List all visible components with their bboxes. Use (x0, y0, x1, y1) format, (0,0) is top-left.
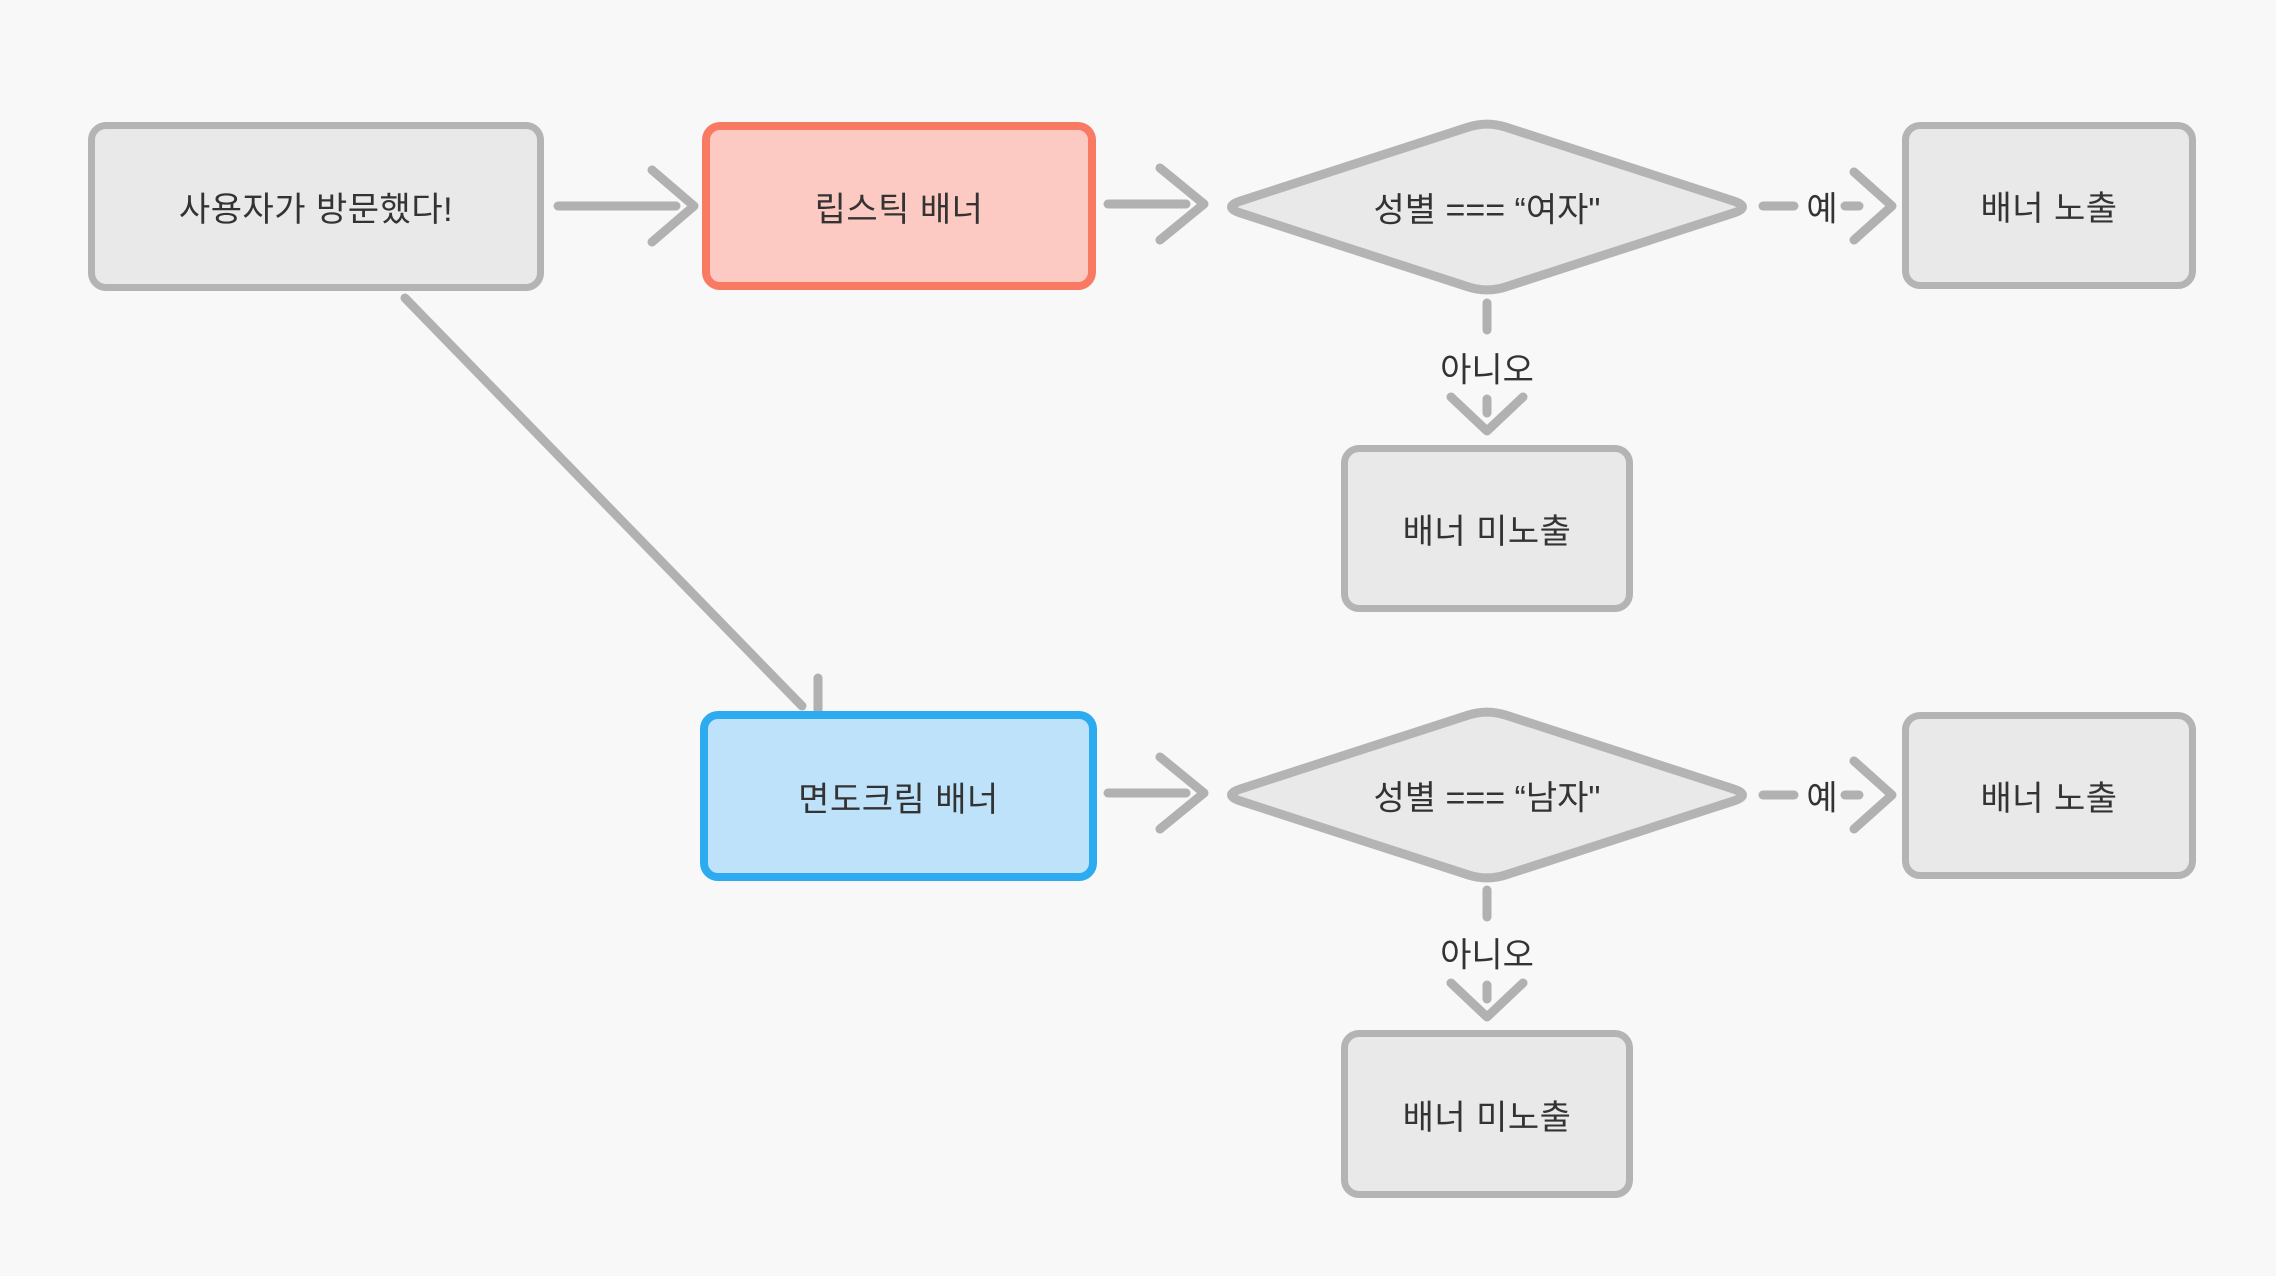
edge-label-yes-top: 예 (1806, 190, 1838, 229)
condition-female-diamond (1227, 119, 1747, 295)
condition-female-label: 성별 === “여자" (1373, 191, 1601, 230)
edge-condition-male-yes (1758, 756, 1897, 834)
edge-label-no-top: 아니오 (1440, 351, 1534, 390)
node-banner-hidden-top: 배너 미노출 (1341, 445, 1633, 612)
node-banner-shown-top-label: 배너 노출 (1980, 190, 2118, 228)
edge-condition-female-yes (1758, 167, 1897, 245)
node-banner-hidden-bottom-label: 배너 미노출 (1402, 1098, 1572, 1137)
node-banner-shown-bottom: 배너 노출 (1902, 712, 2196, 879)
edge-condition-male-no (1446, 885, 1528, 1022)
node-banner-shown-top: 배너 노출 (1902, 122, 2196, 289)
edge-lipstick-to-condition-female (1103, 163, 1209, 245)
condition-male-label: 성별 === “남자" (1373, 779, 1601, 818)
node-user-visited-label: 사용자가 방문했다! (178, 191, 454, 229)
node-banner-hidden-bottom: 배너 미노출 (1341, 1030, 1633, 1198)
node-lipstick-banner: 립스틱 배너 (702, 122, 1096, 290)
condition-male-diamond (1227, 707, 1747, 883)
edge-start-to-lipstick (553, 165, 699, 247)
edge-condition-female-no (1446, 298, 1528, 436)
edge-label-no-bottom: 아니오 (1440, 936, 1534, 975)
node-shaving-banner: 면도크림 배너 (700, 711, 1097, 881)
edge-label-yes-bottom: 예 (1806, 779, 1838, 818)
node-banner-shown-bottom-label: 배너 노출 (1980, 780, 2118, 818)
node-banner-hidden-top-label: 배너 미노출 (1402, 513, 1572, 551)
node-shaving-banner-label: 면도크림 배너 (798, 780, 999, 819)
edge-shaving-to-condition-male (1103, 752, 1209, 834)
edge-start-to-shaving (400, 293, 823, 727)
node-user-visited: 사용자가 방문했다! (88, 122, 544, 291)
node-lipstick-banner-label: 립스틱 배너 (814, 190, 984, 229)
